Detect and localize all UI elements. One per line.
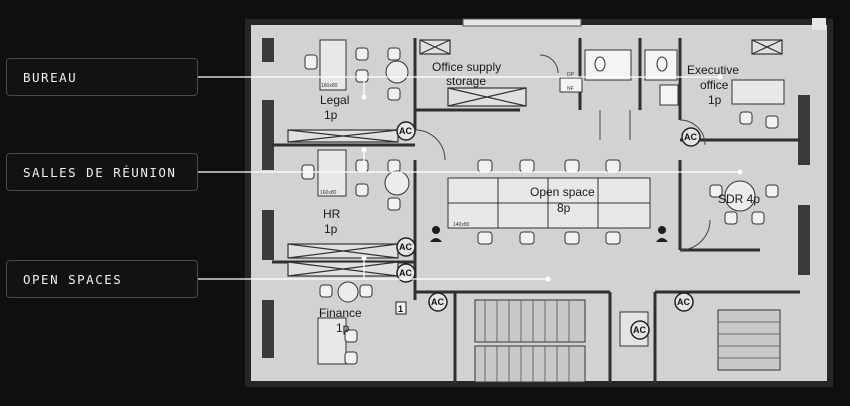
round-tables [337,60,756,303]
desk-dims-open: 140x80 [453,222,470,228]
room-label-hr-capacity: 1p [324,222,338,236]
person-icon [430,226,668,242]
stairs [474,299,781,383]
desks [317,39,785,365]
interior-walls [272,38,800,384]
ac-label: AC [431,297,444,307]
desk-dims-hr: 160x80 [320,190,337,196]
panel-label-nf: NF [567,86,574,92]
desk-dims-legal: 160x80 [321,83,338,89]
panel-label-dp: DP [567,72,575,78]
room-label-hr: HR [323,207,341,221]
corner-window [812,18,826,30]
ac-label: AC [399,242,412,252]
room-label-executive-capacity: 1p [708,93,722,107]
room-label-legal: Legal [320,93,349,107]
marker-dot [361,74,743,282]
room-label-legal-capacity: 1p [324,108,338,122]
top-window [462,18,582,27]
stair-number: 1 [398,304,403,314]
stair-treads [484,300,780,382]
room-label-sdr: SDR 4p [718,192,760,206]
ac-label: AC [677,297,690,307]
left-window-mullions [262,38,274,358]
room-label-storage: storage [446,74,486,88]
storage-shelves [287,39,783,277]
ac-label: AC [684,132,697,142]
room-label-open-space-capacity: 8p [557,201,571,215]
ac-label: AC [399,268,412,278]
legend-open-spaces[interactable]: OPEN SPACES [6,260,198,298]
room-label-finance-capacity: 1p [336,321,350,335]
leader-lines [198,76,740,280]
room-label-office: office [700,78,729,92]
legend-salles-de-reunion[interactable]: SALLES DE RÉUNION [6,153,198,191]
room-label-executive: Executive [687,63,739,77]
room-label-finance: Finance [319,306,362,320]
stair-number-box [395,301,407,315]
restroom-fixtures [559,49,679,106]
room-label-open-space: Open space [530,185,595,199]
door-swings [414,54,711,251]
ac-label: AC [399,126,412,136]
room-label-office-supply: Office supply [432,60,501,74]
chairs [301,47,779,365]
right-window-mullions [798,95,810,275]
ac-unit-icon [396,121,701,340]
ac-label: AC [633,325,646,335]
legend-bureau[interactable]: BUREAU [6,58,198,96]
